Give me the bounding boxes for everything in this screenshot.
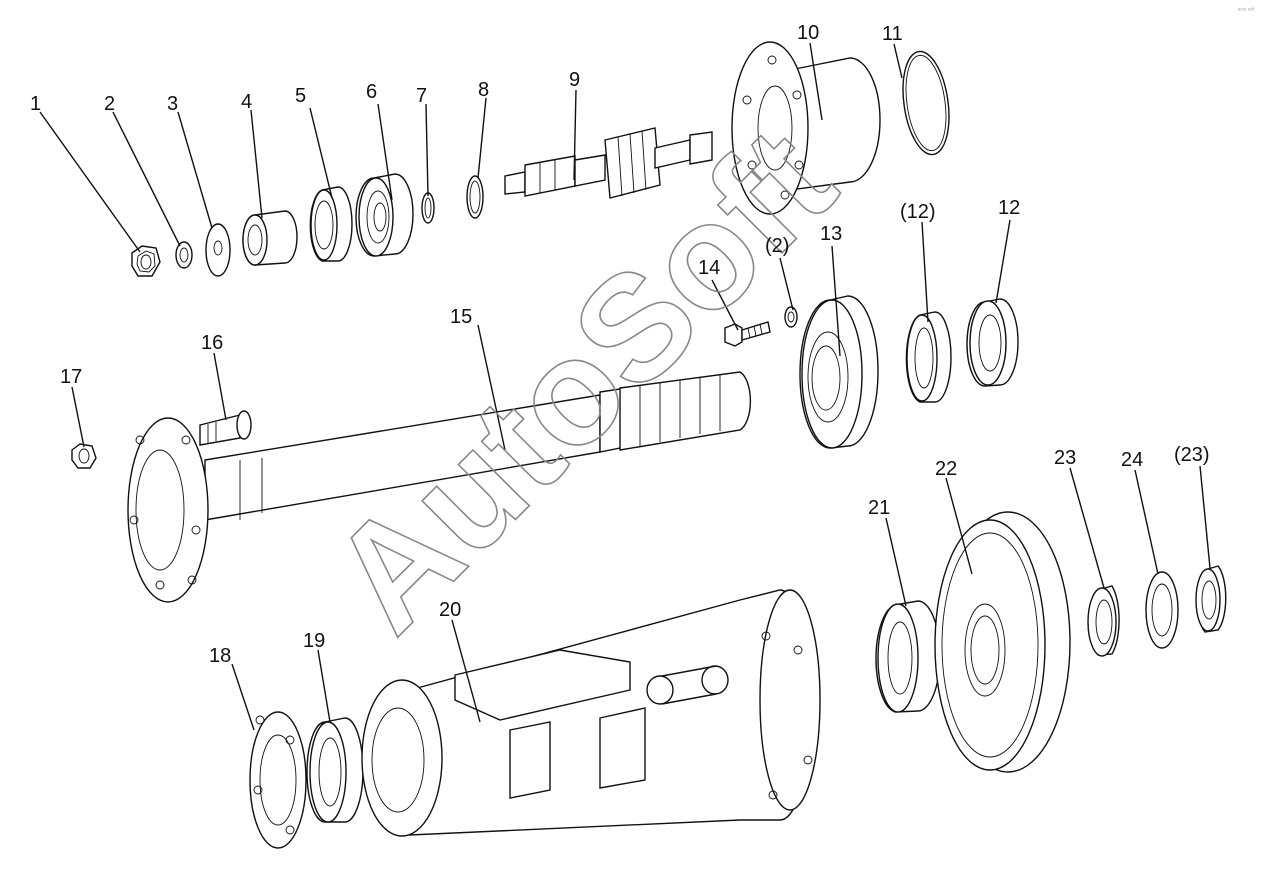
label-7: 7 <box>416 85 427 107</box>
part-12-seal <box>966 298 1019 387</box>
label-9: 9 <box>569 69 580 91</box>
part-20-axle-housing <box>361 589 821 837</box>
label-5: 5 <box>295 85 306 107</box>
label-18: 18 <box>209 645 231 667</box>
part-4-sleeve <box>242 210 298 266</box>
label-24: 24 <box>1121 449 1143 471</box>
label-12a: (12) <box>900 201 936 223</box>
label-14: 14 <box>698 257 720 279</box>
label-11: 11 <box>882 23 903 45</box>
label-23: 23 <box>1054 447 1076 469</box>
part-2-washer <box>175 241 193 269</box>
part-18-gasket <box>249 711 307 849</box>
part-10-flanged-housing <box>731 41 881 215</box>
part-21-bearing <box>875 600 941 713</box>
corner-mark: ᵃᵘᵗᵒ ˢᵒᶠᵗ <box>1238 7 1255 14</box>
label-16: 16 <box>201 332 223 354</box>
part-2b-washer <box>784 306 798 328</box>
part-5-bearing-ring <box>309 186 353 262</box>
label-22: 22 <box>935 458 957 480</box>
part-labels: 1 2 3 4 5 6 7 8 9 10 11 (12) 12 13 14 (2… <box>30 22 1210 667</box>
part-11-o-ring <box>902 50 950 156</box>
part-17-nut <box>71 443 97 469</box>
part-8-snap-ring <box>466 175 484 219</box>
label-17: 17 <box>60 366 82 388</box>
part-23-lock-nut <box>1087 585 1120 657</box>
label-12: 12 <box>998 197 1020 219</box>
label-4: 4 <box>241 91 252 113</box>
label-23b: (23) <box>1174 444 1210 466</box>
part-9-splined-shaft <box>504 127 713 199</box>
leader-lines <box>39 42 1211 731</box>
part-12a-seal <box>905 311 952 403</box>
label-13: 13 <box>820 223 842 245</box>
label-21: 21 <box>868 497 890 519</box>
label-8: 8 <box>478 79 489 101</box>
label-2b: (2) <box>765 235 789 257</box>
part-6-ball-bearing <box>355 173 414 257</box>
part-22-ring-gear <box>934 511 1071 773</box>
label-3: 3 <box>167 93 178 115</box>
label-19: 19 <box>303 630 325 652</box>
part-7-circlip <box>421 192 435 224</box>
part-13-flange <box>799 295 879 449</box>
label-15: 15 <box>450 306 472 328</box>
label-1: 1 <box>30 93 41 115</box>
part-3-flat-washer <box>205 223 231 277</box>
label-6: 6 <box>366 81 377 103</box>
part-16-stud-bolt <box>199 410 252 446</box>
part-19-bearing <box>306 717 364 823</box>
label-2: 2 <box>104 93 115 115</box>
part-23b-lock-nut <box>1195 565 1227 633</box>
part-15-axle-shaft <box>127 371 752 603</box>
label-10: 10 <box>797 22 819 44</box>
part-24-lock-washer <box>1145 571 1179 649</box>
label-20: 20 <box>439 599 461 621</box>
part-1-hex-nut <box>131 245 161 277</box>
